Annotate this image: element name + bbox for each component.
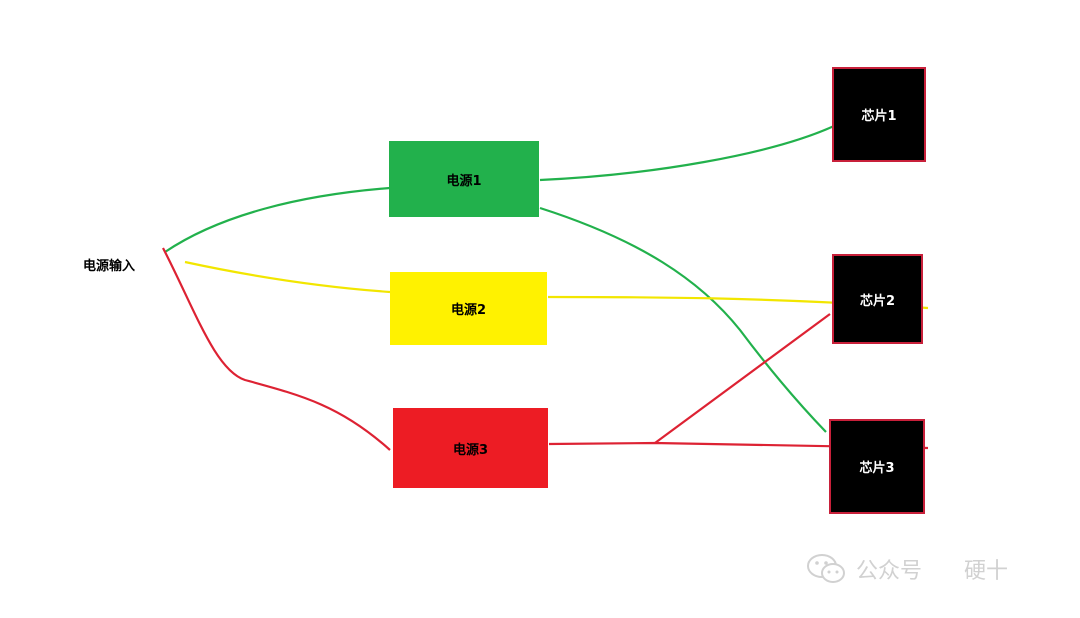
- wire-power3-to-chip2: [654, 313, 831, 444]
- chip-3: 芯片3: [829, 419, 925, 514]
- watermark-text: 公众号: [856, 559, 923, 584]
- chip-2: 芯片2: [832, 254, 923, 344]
- wire-input-to-power2: [184, 260, 391, 294]
- wechat-icon: [807, 554, 845, 583]
- power-supply-1: 电源1: [389, 141, 539, 217]
- power-input-label: 电源输入: [83, 259, 136, 274]
- wire-input-to-power1: [164, 186, 391, 253]
- wire-power1-to-chip3: [539, 206, 827, 433]
- power-supply-3: 电源3: [393, 408, 548, 488]
- power-supply-2: 电源2: [390, 272, 547, 345]
- watermark: 公众号 硬十: [806, 552, 1008, 586]
- wire-input-to-power3: [162, 247, 391, 451]
- wire-power1-to-chip1: [539, 124, 835, 182]
- watermark-author: 硬十: [964, 559, 1009, 584]
- chip-1: 芯片1: [832, 67, 926, 162]
